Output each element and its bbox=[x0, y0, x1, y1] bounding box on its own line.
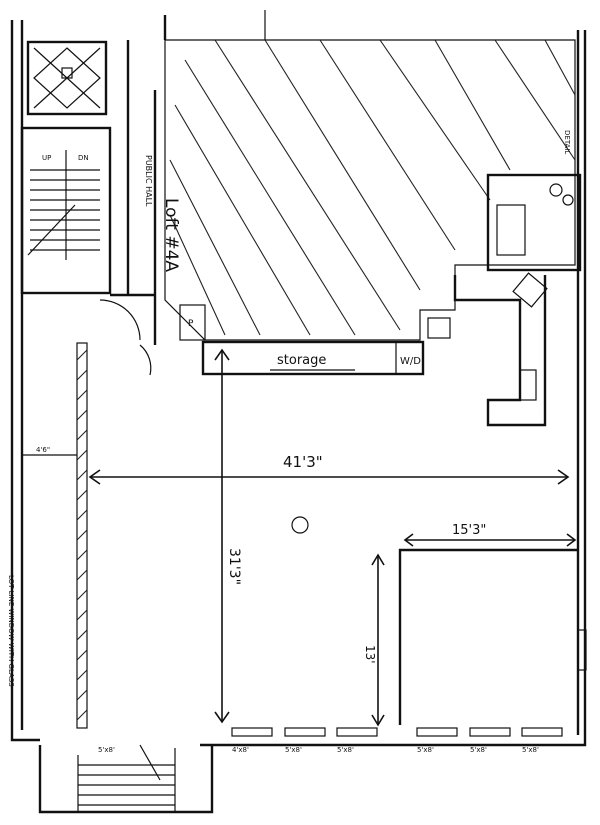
depth-dimension-label: 31'3" bbox=[226, 548, 242, 585]
partition-wall: 4'6" bbox=[22, 342, 88, 729]
depth-dimension: 31'3" bbox=[214, 348, 242, 724]
window bbox=[336, 727, 378, 737]
window-size-label: 5'x8' bbox=[522, 746, 539, 754]
detail-label: DETAIL bbox=[563, 130, 571, 154]
elevator-shaft bbox=[26, 40, 108, 116]
width-dimension: 41'3" bbox=[88, 453, 570, 485]
window bbox=[469, 727, 511, 737]
unit-name-label: Loft #4A bbox=[161, 198, 181, 272]
washer-dryer-label: W/D bbox=[400, 356, 421, 367]
lot-line-note: LOT LINE WINDOW WITH GLASS bbox=[7, 575, 15, 687]
stairwell: UP DN bbox=[20, 126, 112, 295]
window bbox=[231, 727, 273, 737]
window bbox=[284, 727, 326, 737]
column-marker bbox=[291, 516, 309, 534]
stair-treads bbox=[30, 169, 100, 251]
left-notch-dimension: 4'6" bbox=[36, 446, 50, 454]
room-depth-dimension: 13' bbox=[363, 553, 385, 727]
window-size-label: 5'x8' bbox=[470, 746, 487, 754]
stair-up-label: UP bbox=[42, 154, 51, 162]
room-width-label: 15'3" bbox=[452, 523, 486, 538]
window-size-label: 5'x8' bbox=[337, 746, 354, 754]
window-size-label: 5'x8' bbox=[417, 746, 434, 754]
window-size-label: 5'x8' bbox=[285, 746, 302, 754]
storage-area: storage W/D bbox=[201, 340, 425, 376]
window-row: 4'x8' 5'x8' 5'x8' 5'x8' 5'x8' 5'x8' 5'x8… bbox=[98, 727, 563, 754]
bedroom-room bbox=[398, 548, 587, 725]
window-size-label: 5'x8' bbox=[98, 746, 115, 754]
closet-p-label: P bbox=[188, 319, 194, 329]
room-depth-label: 13' bbox=[363, 645, 377, 664]
public-hall-label: PUBLIC HALL bbox=[144, 155, 153, 207]
window bbox=[416, 727, 458, 737]
exterior-walls bbox=[10, 10, 587, 747]
window-size-label: 4'x8' bbox=[232, 746, 249, 754]
room-width-dimension: 15'3" bbox=[403, 523, 577, 547]
width-dimension-label: 41'3" bbox=[283, 453, 323, 471]
closet-p: P bbox=[179, 304, 206, 341]
kitchen-area: DETAIL bbox=[427, 130, 582, 427]
stair-down-label: DN bbox=[78, 154, 89, 162]
window bbox=[521, 727, 563, 737]
courtyard-hatching bbox=[164, 39, 576, 341]
storage-label: storage bbox=[277, 353, 326, 368]
lower-stair bbox=[38, 744, 214, 814]
public-hall: PUBLIC HALL bbox=[99, 40, 157, 376]
